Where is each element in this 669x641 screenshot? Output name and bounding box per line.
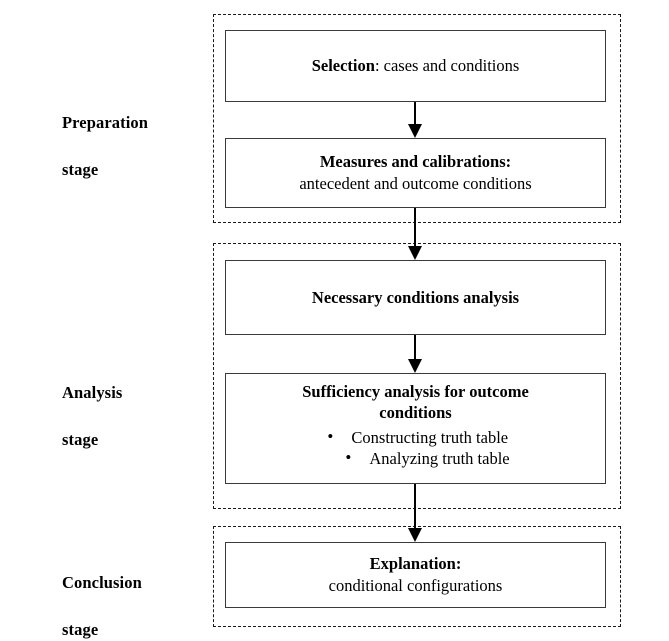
- node-sufficiency-title-line2: conditions: [379, 403, 452, 423]
- stage-container-preparation: [213, 14, 621, 223]
- stage-container-analysis: [213, 243, 621, 509]
- stage-label-conclusion-line1: Conclusion: [62, 573, 142, 593]
- node-explanation-subtitle: conditional configurations: [328, 575, 503, 595]
- node-selection[interactable]: Selection: cases and conditions: [225, 30, 606, 102]
- arrowhead-icon: [408, 124, 422, 138]
- connector-shaft: [414, 208, 416, 248]
- node-selection-lead: Selection: [311, 56, 375, 76]
- list-item: Analyzing truth table: [321, 447, 509, 470]
- node-measures[interactable]: Measures and calibrations: antecedent an…: [225, 138, 606, 208]
- stage-label-analysis-line1: Analysis: [62, 383, 123, 403]
- stage-label-preparation: Preparation stage: [62, 88, 207, 182]
- node-explanation[interactable]: Explanation: conditional configurations: [225, 542, 606, 608]
- arrowhead-icon: [408, 359, 422, 373]
- stage-label-conclusion: Conclusion stage: [62, 548, 217, 641]
- node-selection-text: Selection: cases and conditions: [312, 55, 520, 77]
- connector-shaft: [414, 484, 416, 530]
- arrowhead-icon: [408, 246, 422, 260]
- connector-shaft: [414, 335, 416, 361]
- node-measures-title: Measures and calibrations:: [319, 152, 512, 172]
- node-sufficiency-title-line1: Sufficiency analysis for outcome: [302, 382, 529, 401]
- stage-label-conclusion-line2: stage: [62, 620, 99, 640]
- node-selection-rest: : cases and conditions: [374, 56, 520, 76]
- node-necessary-conditions-title: Necessary conditions analysis: [311, 287, 520, 307]
- stage-label-preparation-line2: stage: [62, 160, 99, 180]
- arrowhead-icon: [408, 528, 422, 542]
- stage-container-conclusion: [213, 526, 621, 627]
- node-sufficiency-bullet-list: Constructing truth table Analyzing truth…: [321, 426, 509, 470]
- node-necessary-conditions[interactable]: Necessary conditions analysis: [225, 260, 606, 335]
- stage-label-preparation-line1: Preparation: [62, 113, 149, 133]
- stage-label-analysis-line2: stage: [62, 430, 99, 450]
- connector-shaft: [414, 102, 416, 126]
- node-measures-subtitle: antecedent and outcome conditions: [299, 173, 532, 193]
- node-explanation-title: Explanation:: [369, 554, 462, 574]
- list-item: Constructing truth table: [321, 426, 509, 449]
- node-sufficiency-analysis[interactable]: Sufficiency analysis for outcome conditi…: [225, 373, 606, 484]
- stage-label-analysis: Analysis stage: [62, 358, 207, 452]
